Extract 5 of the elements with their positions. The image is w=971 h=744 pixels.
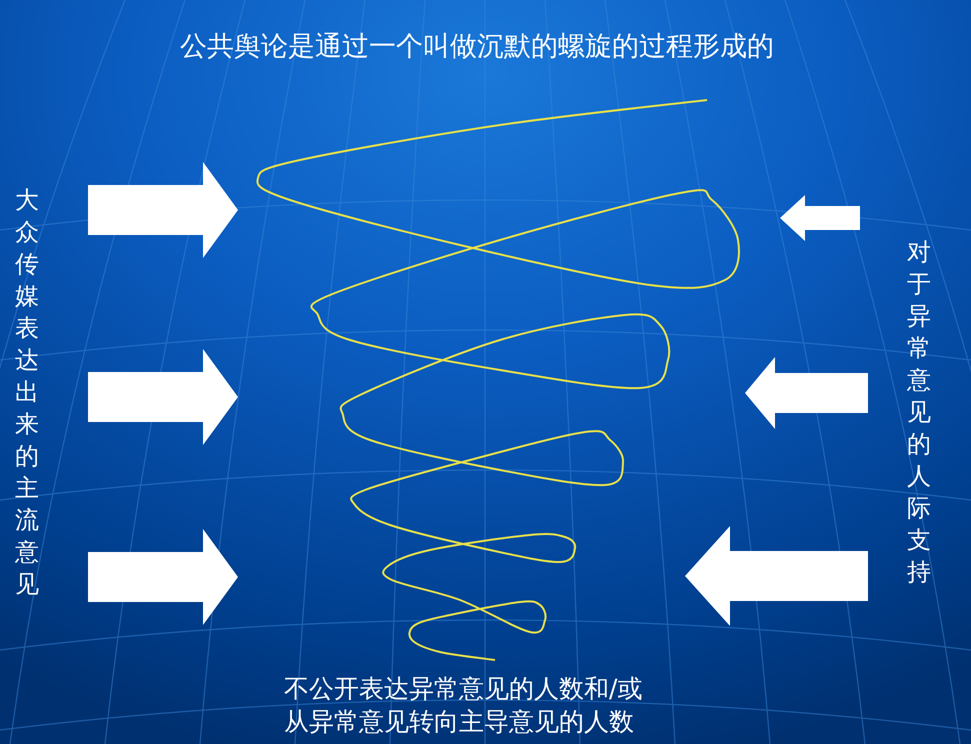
- spiral-drawing: [257, 99, 740, 661]
- vertical-text: 对于异常意见的人际支持: [906, 237, 932, 588]
- vertical-text: 大众传媒表达出来的主流意见: [14, 185, 40, 600]
- caption-text: 不公开表达异常意见的人数和/或从异常意见转向主导意见的人数: [284, 673, 644, 738]
- title: 公共舆论是通过一个叫做沉默的螺旋的过程形成的: [180, 30, 774, 64]
